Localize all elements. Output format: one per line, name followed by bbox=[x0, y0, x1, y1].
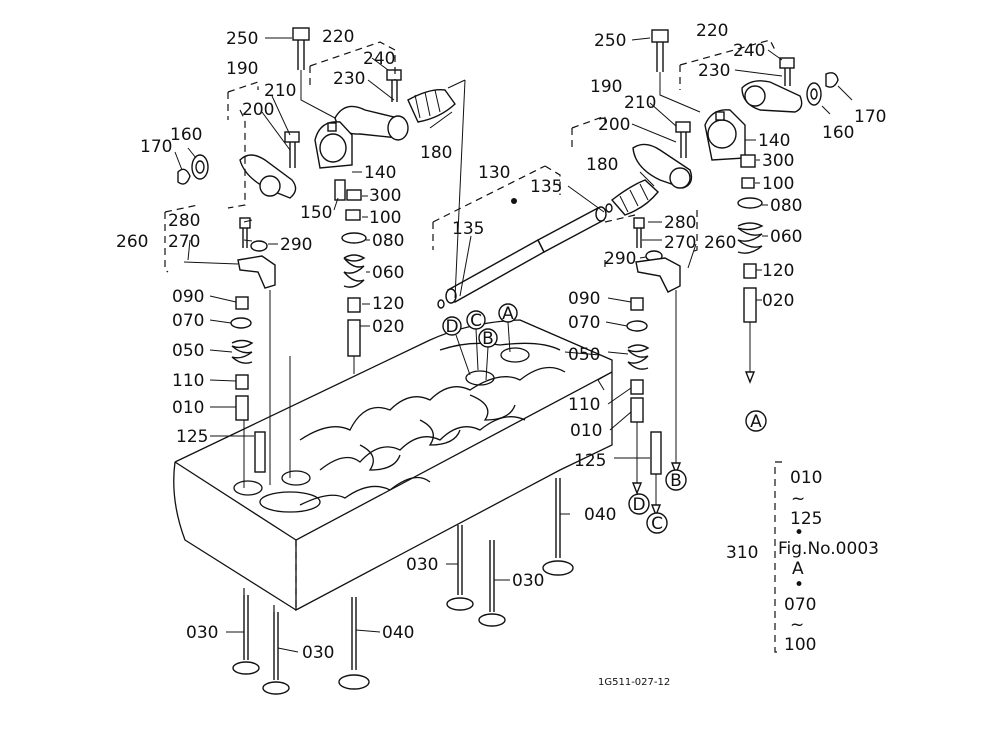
label-030-center: 030 bbox=[406, 555, 438, 575]
label-290-left: 290 bbox=[280, 235, 312, 255]
note-line-5: Fig.No.0003 bbox=[778, 539, 879, 559]
note-line-6: A bbox=[792, 559, 804, 579]
label-220-left: 220 bbox=[322, 27, 354, 47]
label-010-left: 010 bbox=[172, 398, 204, 418]
label-190-left: 190 bbox=[226, 59, 258, 79]
note-line-3: 125 bbox=[790, 509, 822, 529]
label-230-right: 230 bbox=[698, 61, 730, 81]
rocker-shaft bbox=[437, 79, 613, 309]
label-290-right: 290 bbox=[604, 249, 636, 269]
note-line-1: 010 bbox=[790, 468, 822, 488]
label-100-right: 100 bbox=[762, 174, 794, 194]
label-170-left: 170 bbox=[140, 137, 172, 157]
label-090-left: 090 bbox=[172, 287, 204, 307]
label-030-left-lower: 030 bbox=[302, 643, 334, 663]
label-050-right: 050 bbox=[568, 345, 600, 365]
note-line-8: 070 bbox=[784, 595, 816, 615]
group-brackets bbox=[164, 39, 776, 273]
label-240-left: 240 bbox=[363, 49, 395, 69]
label-070-left: 070 bbox=[172, 311, 204, 331]
label-120-right: 120 bbox=[762, 261, 794, 281]
callout-c-top: C bbox=[470, 311, 482, 331]
label-150: 150 bbox=[300, 203, 332, 223]
label-220-right: 220 bbox=[696, 21, 728, 41]
label-210-right: 210 bbox=[624, 93, 656, 113]
label-130: 130 bbox=[478, 163, 510, 183]
label-135-right: 135 bbox=[530, 177, 562, 197]
callout-a-top: A bbox=[502, 304, 514, 324]
label-125-right: 125 bbox=[574, 451, 606, 471]
callout-a-right: A bbox=[750, 412, 762, 432]
label-020-left: 020 bbox=[372, 317, 404, 337]
label-300-left: 300 bbox=[369, 186, 401, 206]
note-line-7: • bbox=[794, 575, 804, 595]
label-110-right: 110 bbox=[568, 395, 600, 415]
label-190-right: 190 bbox=[590, 77, 622, 97]
label-110-left: 110 bbox=[172, 371, 204, 391]
label-260-left: 260 bbox=[116, 232, 148, 252]
note-line-9: ~ bbox=[790, 615, 804, 635]
label-020-right: 020 bbox=[762, 291, 794, 311]
label-280-left: 280 bbox=[168, 211, 200, 231]
label-140-left: 140 bbox=[364, 163, 396, 183]
label-300-right: 300 bbox=[762, 151, 794, 171]
label-010-right: 010 bbox=[570, 421, 602, 441]
label-090-right: 090 bbox=[568, 289, 600, 309]
cylinder-head bbox=[173, 319, 613, 612]
callouts: A D C B A B D C bbox=[442, 303, 767, 534]
label-080-right: 080 bbox=[770, 196, 802, 216]
note-310: 310 010 ~ 125 • Fig.No.0003 A • 070 ~ 10… bbox=[726, 461, 879, 655]
label-140-right: 140 bbox=[758, 131, 790, 151]
label-125-left: 125 bbox=[176, 427, 208, 447]
label-210-left: 210 bbox=[264, 81, 296, 101]
right-valve-train bbox=[610, 29, 839, 517]
label-160-left: 160 bbox=[170, 125, 202, 145]
label-180-left: 180 bbox=[420, 143, 452, 163]
note-line-2: ~ bbox=[791, 489, 805, 509]
label-135-left: 135 bbox=[452, 219, 484, 239]
label-250-right: 250 bbox=[594, 31, 626, 51]
drawing-id: 1G511-027-12 bbox=[598, 677, 670, 688]
note-label-310: 310 bbox=[726, 543, 758, 563]
callout-b-top: B bbox=[482, 329, 494, 349]
label-200-left: 200 bbox=[242, 100, 274, 120]
note-line-10: 100 bbox=[784, 635, 816, 655]
label-040-right: 040 bbox=[584, 505, 616, 525]
label-200-right: 200 bbox=[598, 115, 630, 135]
label-050-left: 050 bbox=[172, 341, 204, 361]
left-valve-train bbox=[177, 27, 456, 488]
label-060-left: 060 bbox=[372, 263, 404, 283]
label-270-right: 270 bbox=[664, 233, 696, 253]
label-270-left: 270 bbox=[168, 232, 200, 252]
part-labels: 250 220 240 230 190 210 200 170 160 140 … bbox=[116, 21, 886, 663]
label-070-right: 070 bbox=[568, 313, 600, 333]
leader-lines bbox=[174, 37, 853, 653]
label-060-right: 060 bbox=[770, 227, 802, 247]
label-260-right: 260 bbox=[704, 233, 736, 253]
note-line-4: • bbox=[794, 523, 804, 543]
label-170-right: 170 bbox=[854, 107, 886, 127]
label-250-left: 250 bbox=[226, 29, 258, 49]
label-040-left: 040 bbox=[382, 623, 414, 643]
label-120-left: 120 bbox=[372, 294, 404, 314]
callout-b-right: B bbox=[670, 471, 682, 491]
label-100-left: 100 bbox=[369, 208, 401, 228]
callout-c-right: C bbox=[651, 514, 663, 534]
callout-d-top: D bbox=[445, 317, 458, 337]
label-180-right: 180 bbox=[586, 155, 618, 175]
label-080-left: 080 bbox=[372, 231, 404, 251]
label-230-left: 230 bbox=[333, 69, 365, 89]
callout-d-right: D bbox=[632, 495, 645, 515]
label-030-left: 030 bbox=[186, 623, 218, 643]
label-160-right: 160 bbox=[822, 123, 854, 143]
label-030-center-right: 030 bbox=[512, 571, 544, 591]
label-280-right: 280 bbox=[664, 213, 696, 233]
valves bbox=[232, 478, 574, 695]
label-240-right: 240 bbox=[733, 41, 765, 61]
